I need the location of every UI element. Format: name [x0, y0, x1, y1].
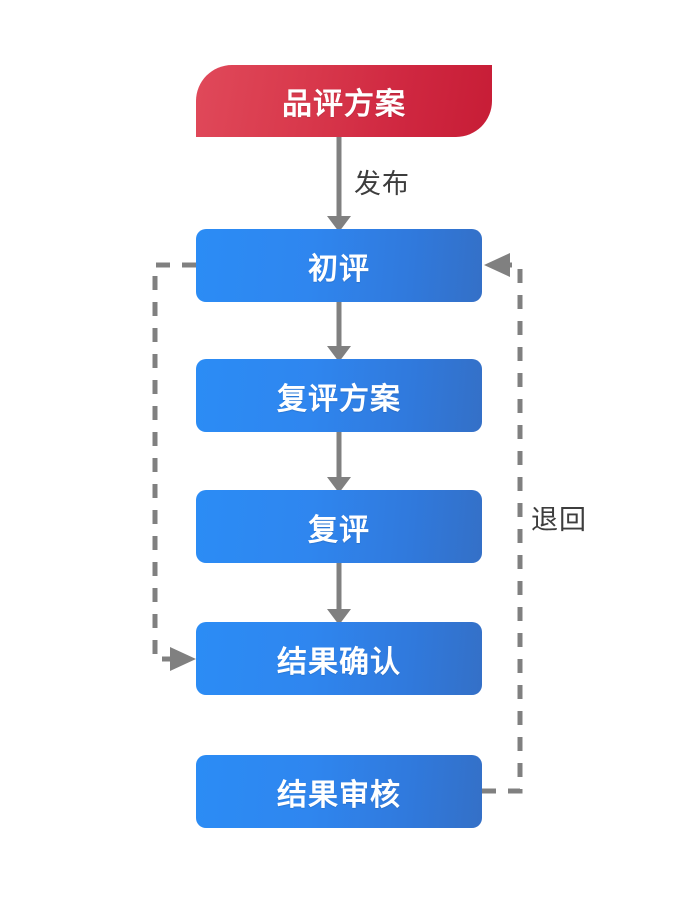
edge-left-loop-chuping-to-jieguoqueren — [152, 262, 196, 671]
edge-fupingfangan-to-fuping — [327, 432, 351, 493]
node-fuping[interactable]: 复评 — [196, 490, 482, 563]
node-chuping[interactable]: 初评 — [196, 229, 482, 302]
edge-start-to-chuping — [327, 137, 351, 232]
edge-label-return: 退回 — [531, 505, 587, 535]
edge-right-loop-jieguoshenhe-to-chuping — [482, 253, 523, 794]
node-fuping-fangan[interactable]: 复评方案 — [196, 359, 482, 432]
edge-chuping-to-fupingfangan — [327, 302, 351, 362]
edge-fuping-to-jieguoqueren — [327, 563, 351, 625]
node-start-pingping-fangan[interactable]: 品评方案 — [196, 65, 492, 137]
edge-label-publish: 发布 — [354, 169, 410, 199]
node-jieguo-queren[interactable]: 结果确认 — [196, 622, 482, 695]
node-jieguo-shenhe[interactable]: 结果审核 — [196, 755, 482, 828]
